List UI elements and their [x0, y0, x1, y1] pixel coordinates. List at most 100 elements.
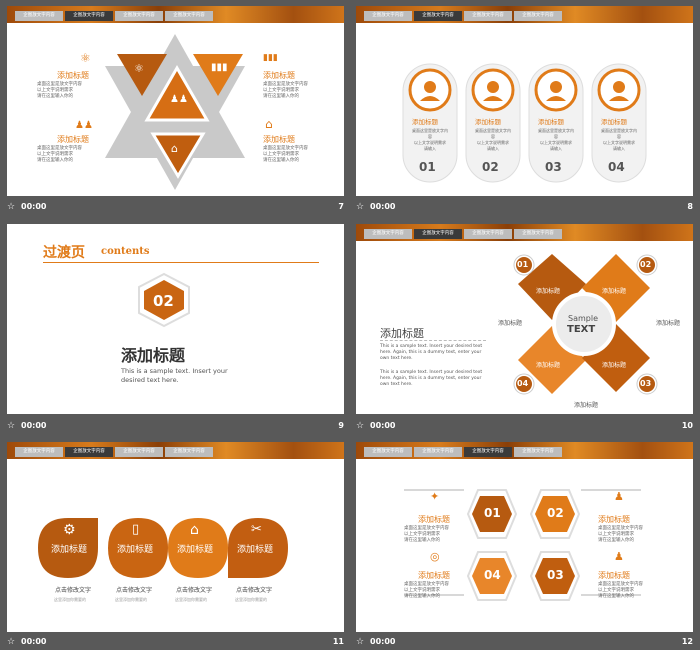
leaf-label-1: 添加标题 [51, 545, 88, 555]
side-icon-atom: ⚛ [80, 51, 91, 65]
play-icon[interactable]: ☆ [356, 637, 365, 647]
subcaption-2: 这里添加你需要的 [115, 597, 147, 602]
tab-4[interactable]: 企图放文字内容 [514, 11, 562, 21]
tab-2[interactable]: 企图放文字内容 [414, 11, 462, 21]
caption-1: 点击修改文字 [55, 587, 92, 594]
tab-2[interactable]: 企图放文字内容 [414, 447, 462, 457]
caption-time: 00:00 [21, 202, 47, 211]
side-title-1: 添加标题 [57, 71, 89, 80]
tab-3[interactable]: 企图放文字内容 [464, 11, 512, 21]
caption-time: 00:00 [21, 637, 47, 646]
side-desc-4: 桌面这里是放文字内容 以上文字说明需求 请在这里输入你的 [263, 146, 308, 163]
caption-number: 12 [681, 637, 693, 646]
tab-3[interactable]: 企图放文字内容 [115, 447, 163, 457]
play-icon[interactable]: ☆ [7, 421, 16, 431]
side-label-left: 添加标题 [498, 320, 523, 327]
caption-number: 11 [332, 637, 344, 646]
caption-number: 9 [338, 421, 344, 430]
left-para-2: This is a sample text. Insert your desir… [380, 370, 483, 387]
caption-time: 00:00 [21, 421, 47, 430]
petal-diagram [513, 254, 658, 395]
right-desc-1: 桌面这里是放文字内容 以上文字说明需求 请在这里输入你的 [598, 526, 643, 543]
num-badge-2: 02 [640, 260, 652, 269]
side-desc-2: 桌面这里是放文字内容 以上文字说明需求 请在这里输入你的 [37, 146, 82, 163]
caption-number: 8 [687, 202, 693, 211]
slide-10[interactable]: 企图放文字内容 企图放文字内容 企图放文字内容 企图放文字内容 Sample T… [356, 224, 693, 414]
slide-12[interactable]: 企图放文字内容 企图放文字内容 企图放文字内容 企图放文字内容 01 02 04… [356, 442, 693, 632]
slide-11[interactable]: 企图放文字内容 企图放文字内容 企图放文字内容 企图放文字内容 ⚙ ▯ ⌂ ✂ … [7, 442, 344, 632]
tab-3[interactable]: 企图放文字内容 [115, 11, 163, 21]
play-icon[interactable]: ☆ [356, 421, 365, 431]
tab-1[interactable]: 企图放文字内容 [15, 447, 63, 457]
leaf-label-4: 添加标题 [237, 545, 274, 555]
number-hexagon [138, 272, 190, 328]
tab-1[interactable]: 企图放文字内容 [15, 11, 63, 21]
card-title-4: 添加标题 [601, 118, 627, 126]
tab-2[interactable]: 企图放文字内容 [414, 229, 462, 239]
caption-2: 点击修改文字 [116, 587, 153, 594]
side-label-bottom: 添加标题 [574, 402, 599, 409]
right-title-2: 添加标题 [598, 571, 630, 580]
hex-number-3: 03 [547, 568, 564, 582]
lightbulb-icon: ✦ [430, 490, 440, 503]
slide-7[interactable]: 企图放文字内容 企图放文字内容 企图放文字内容 企图放文字内容 ⚛ ▮▮▮ ♟♟… [7, 6, 344, 196]
subcaption-3: 这里添加你需要的 [175, 597, 207, 602]
slide-9[interactable]: 过渡页 contents 02 添加标题 This is a sample te… [7, 224, 344, 414]
play-icon[interactable]: ☆ [7, 202, 16, 212]
bank-icon: ⌂ [171, 142, 178, 155]
star-diagram [105, 34, 245, 190]
slide-8[interactable]: 企图放文字内容 企图放文字内容 企图放文字内容 企图放文字内容 添加标题 桌面这… [356, 6, 693, 196]
transition-number: 02 [153, 292, 174, 310]
transition-subtitle: contents [101, 246, 150, 257]
side-desc-1: 桌面这里是放文字内容 以上文字说明需求 请在这里输入你的 [37, 82, 82, 99]
card-desc-2: 桌面这里是放文字内 容 以上文字说明需求 请输入 [475, 128, 511, 151]
tab-4[interactable]: 企图放文字内容 [165, 447, 213, 457]
hex-number-4: 04 [484, 568, 501, 582]
gear-icon: ⚙ [63, 522, 76, 538]
leaf-label-3: 添加标题 [177, 545, 214, 555]
tab-3[interactable]: 企图放文字内容 [464, 447, 512, 457]
side-icon-chart: ▮▮▮ [263, 53, 278, 63]
home-icon: ⌂ [190, 522, 199, 538]
tab-1[interactable]: 企图放文字内容 [364, 229, 412, 239]
tab-2[interactable]: 企图放文字内容 [65, 11, 113, 21]
tab-4[interactable]: 企图放文字内容 [514, 229, 562, 239]
caption-8: ☆ 00:00 8 [356, 201, 693, 215]
left-desc-1: 桌面这里是放文字内容 以上文字说明需求 请在这里输入你的 [404, 526, 449, 543]
caption-time: 00:00 [370, 637, 396, 646]
caption-number: 10 [681, 421, 693, 430]
caption-number: 7 [338, 202, 344, 211]
caption-10: ☆ 00:00 10 [356, 420, 693, 434]
center-text-top: Sample [568, 314, 598, 323]
petal-label-3: 添加标题 [536, 362, 561, 369]
card-desc-3: 桌面这里是放文字内 容 以上文字说明需求 请输入 [538, 128, 574, 151]
caption-time: 00:00 [370, 202, 396, 211]
num-badge-3: 03 [640, 379, 652, 388]
tools-icon: ✂ [251, 522, 262, 537]
heading-underline [380, 340, 486, 341]
num-badge-1: 01 [517, 260, 529, 269]
side-desc-3: 桌面这里是放文字内容 以上文字说明需求 请在这里输入你的 [263, 82, 308, 99]
leaf-shapes [38, 518, 288, 578]
subcaption-1: 这里添加你需要的 [54, 597, 86, 602]
play-icon[interactable]: ☆ [356, 202, 365, 212]
tab-4[interactable]: 企图放文字内容 [514, 447, 562, 457]
caption-time: 00:00 [370, 421, 396, 430]
phone-icon: ▯ [132, 522, 140, 537]
card-title-2: 添加标题 [475, 118, 501, 126]
card-number-3: 03 [545, 160, 562, 174]
tab-2[interactable]: 企图放文字内容 [65, 447, 113, 457]
subcaption-4: 这里添加你需要的 [235, 597, 267, 602]
tab-1[interactable]: 企图放文字内容 [364, 11, 412, 21]
right-title-1: 添加标题 [598, 515, 630, 524]
title-underline [43, 262, 319, 263]
play-icon[interactable]: ☆ [7, 637, 16, 647]
tab-4[interactable]: 企图放文字内容 [165, 11, 213, 21]
caption-4: 点击修改文字 [236, 587, 273, 594]
caption-11: ☆ 00:00 11 [7, 636, 344, 650]
caption-7: ☆ 00:00 7 [7, 201, 344, 215]
card-number-1: 01 [419, 160, 436, 174]
side-icon-bank: ⌂ [265, 117, 273, 131]
tab-3[interactable]: 企图放文字内容 [464, 229, 512, 239]
tab-1[interactable]: 企图放文字内容 [364, 447, 412, 457]
